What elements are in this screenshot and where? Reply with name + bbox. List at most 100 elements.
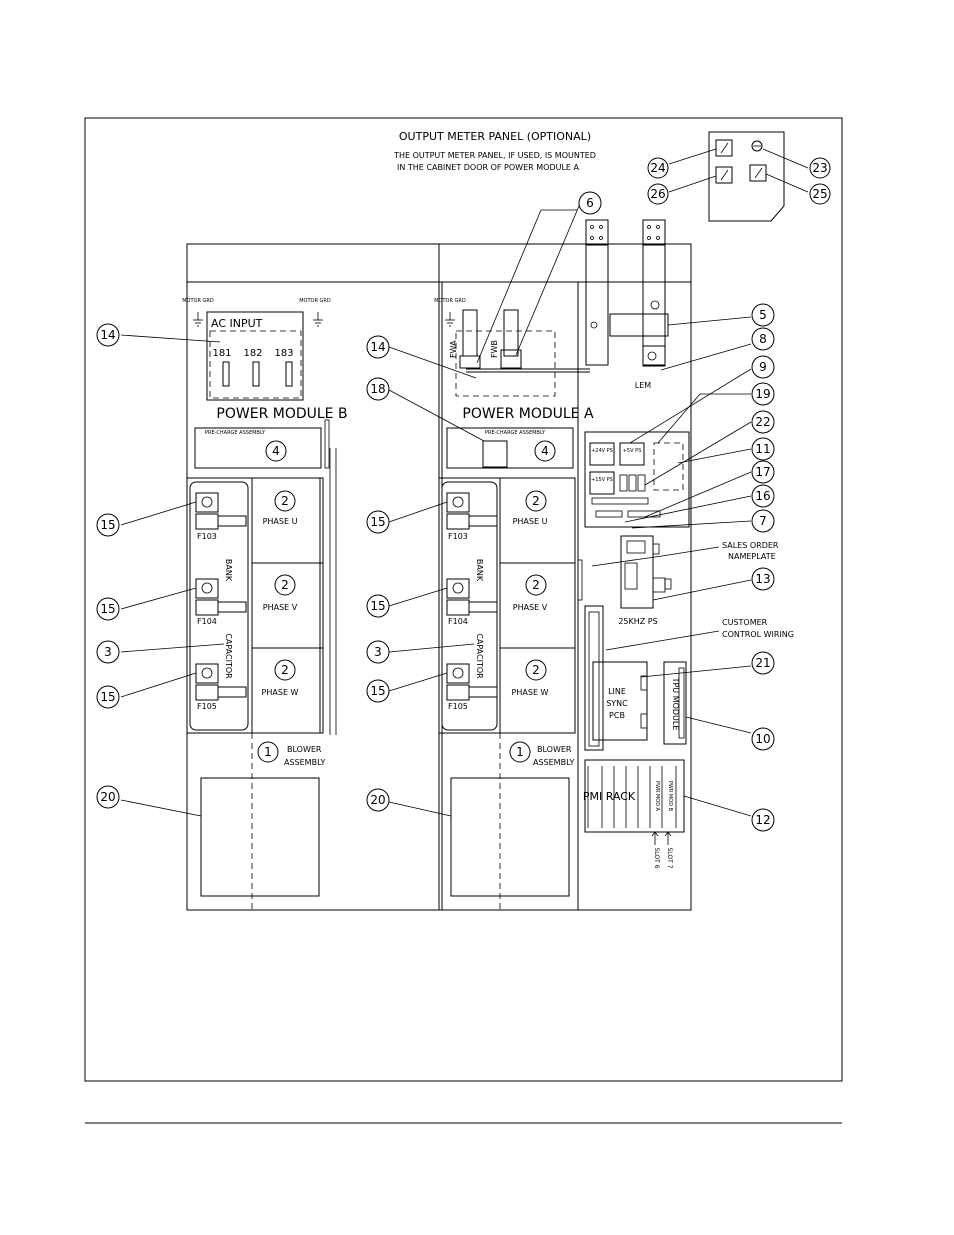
pwr-mod-a-label: PWR MOD A xyxy=(654,781,660,812)
svg-text:19: 19 xyxy=(755,387,770,401)
callout-14-a: 14 xyxy=(366,335,390,359)
callout-1-b: 1 xyxy=(257,741,279,763)
terminal-182: 182 xyxy=(243,348,262,359)
callout-8: 8 xyxy=(751,327,775,351)
customer-wiring-label-1: CUSTOMER xyxy=(722,618,768,627)
module-a-title: POWER MODULE A xyxy=(462,406,594,422)
callout-bubbles: 1 1 2 2 2 2 2 2 3 3 4 4 5 6 7 8 9 10 11 … xyxy=(96,157,831,832)
svg-text:5: 5 xyxy=(759,308,767,322)
callout-20-b: 20 xyxy=(96,785,120,809)
fuse-label-a3: F105 xyxy=(448,702,468,711)
callout-24: 24 xyxy=(647,157,669,179)
svg-text:13: 13 xyxy=(755,572,770,586)
blower-label-b1: BLOWER xyxy=(287,745,322,754)
line-sync-label-2: SYNC xyxy=(606,699,628,708)
callout-7: 7 xyxy=(751,509,775,533)
svg-text:2: 2 xyxy=(281,494,289,508)
capacitor-label-b: CAPACITOR xyxy=(224,633,233,679)
blower-label-a2: ASSEMBLY xyxy=(533,758,574,767)
svg-text:14: 14 xyxy=(370,340,385,354)
motor-grd-label-b2: MOTOR GRD xyxy=(299,298,331,304)
power-module-b: MOTOR GRD MOTOR GRD AC INPUT 181 182 183… xyxy=(182,298,348,910)
callout-20-a: 20 xyxy=(366,788,390,812)
svg-text:22: 22 xyxy=(755,415,770,429)
callout-13: 13 xyxy=(751,567,775,591)
motor-grd-label-a: MOTOR GRD xyxy=(434,298,466,304)
callout-25: 25 xyxy=(809,183,831,205)
svg-text:15: 15 xyxy=(100,602,115,616)
svg-text:15: 15 xyxy=(370,684,385,698)
svg-text:7: 7 xyxy=(759,514,767,528)
callout-21: 21 xyxy=(751,651,775,675)
meter-panel-note-2: IN THE CABINET DOOR OF POWER MODULE A xyxy=(397,163,580,172)
fwb-label: FWB xyxy=(490,340,499,358)
leader-lines xyxy=(120,148,809,817)
svg-text:17: 17 xyxy=(755,465,770,479)
phase-v-label-a: PHASE V xyxy=(513,603,548,612)
callout-2-b-w: 2 xyxy=(274,659,296,681)
svg-text:18: 18 xyxy=(370,382,385,396)
terminal-181: 181 xyxy=(212,348,231,359)
motor-grd-label-b1: MOTOR GRD xyxy=(182,298,214,304)
fuse-label-b3: F105 xyxy=(197,702,217,711)
svg-text:2: 2 xyxy=(281,663,289,677)
svg-text:20: 20 xyxy=(370,793,385,807)
callout-15-b2: 15 xyxy=(96,597,120,621)
svg-text:24: 24 xyxy=(650,161,665,175)
blower-label-a1: BLOWER xyxy=(537,745,572,754)
phase-w-label-b: PHASE W xyxy=(262,688,299,697)
line-sync-label-1: LINE xyxy=(608,687,626,696)
callout-23: 23 xyxy=(809,157,831,179)
svg-text:3: 3 xyxy=(104,645,112,659)
callout-2-a-u: 2 xyxy=(525,490,547,512)
fuse-label-a1: F103 xyxy=(448,532,468,541)
svg-text:23: 23 xyxy=(812,161,827,175)
callout-18: 18 xyxy=(366,377,390,401)
fuse-label-a2: F104 xyxy=(448,617,468,626)
phase-w-label-a: PHASE W xyxy=(512,688,549,697)
callout-3-b: 3 xyxy=(96,640,120,664)
terminal-183: 183 xyxy=(274,348,293,359)
svg-text:15: 15 xyxy=(370,599,385,613)
callout-15-a3: 15 xyxy=(366,679,390,703)
ps-label-24v: +24V PS xyxy=(591,448,613,454)
customer-wiring-label-2: CONTROL WIRING xyxy=(722,630,794,639)
pmi-rack-label: PMI RACK xyxy=(583,790,636,803)
precharge-label-b: PRE-CHARGE ASSEMBLY xyxy=(205,430,266,436)
svg-text:14: 14 xyxy=(100,328,115,342)
callout-15-b3: 15 xyxy=(96,685,120,709)
svg-text:2: 2 xyxy=(532,578,540,592)
svg-text:21: 21 xyxy=(755,656,770,670)
svg-text:4: 4 xyxy=(541,444,549,458)
callout-3-a: 3 xyxy=(366,640,390,664)
capacitor-label-a: CAPACITOR xyxy=(475,633,484,679)
callout-12: 12 xyxy=(751,808,775,832)
svg-text:15: 15 xyxy=(100,690,115,704)
callout-4-a: 4 xyxy=(534,440,556,462)
phase-u-label-b: PHASE U xyxy=(263,517,298,526)
callout-6: 6 xyxy=(578,191,602,215)
svg-text:15: 15 xyxy=(100,518,115,532)
callout-15-a1: 15 xyxy=(366,510,390,534)
svg-text:2: 2 xyxy=(532,494,540,508)
callout-15-a2: 15 xyxy=(366,594,390,618)
fwa-label: FWA xyxy=(449,340,458,358)
callout-16: 16 xyxy=(751,484,775,508)
bank-label-a: BANK xyxy=(475,559,484,582)
module-b-title: POWER MODULE B xyxy=(216,406,347,422)
callout-1-a: 1 xyxy=(509,741,531,763)
phase-v-label-b: PHASE V xyxy=(263,603,298,612)
callout-15-b1: 15 xyxy=(96,513,120,537)
electronics-panel: +24V PS +5V PS +15V PS 25KHZ PS SALES OR… xyxy=(577,431,794,869)
precharge-label-a: PRE-CHARGE ASSEMBLY xyxy=(485,430,546,436)
callout-10: 10 xyxy=(751,727,775,751)
bank-label-b: BANK xyxy=(224,559,233,582)
svg-text:20: 20 xyxy=(100,790,115,804)
callout-2-b-v: 2 xyxy=(274,574,296,596)
callout-2-a-v: 2 xyxy=(525,574,547,596)
ps-25khz-label: 25KHZ PS xyxy=(618,617,657,626)
phase-u-label-a: PHASE U xyxy=(513,517,548,526)
svg-text:11: 11 xyxy=(755,442,770,456)
svg-text:1: 1 xyxy=(264,745,272,759)
callout-5: 5 xyxy=(751,303,775,327)
